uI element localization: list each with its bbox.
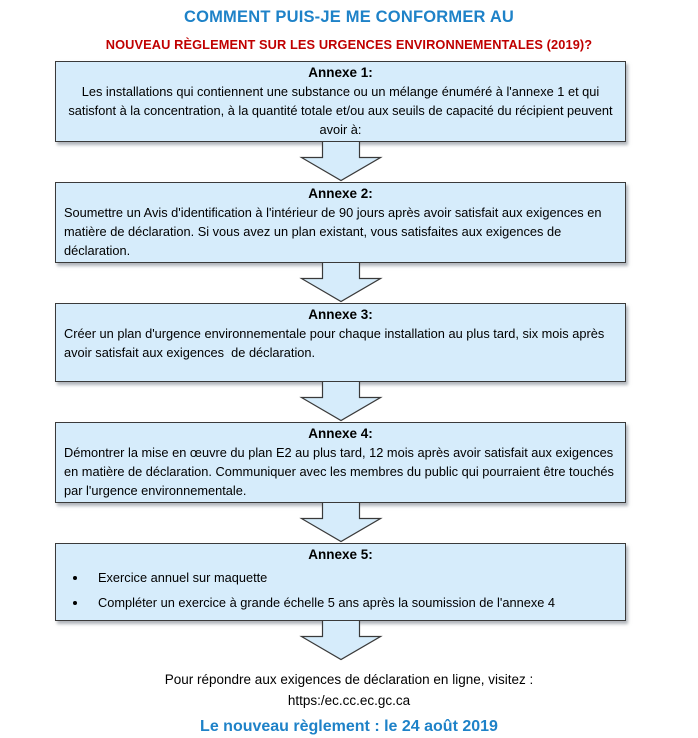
annexe-1-body: Les installations qui contiennent une su… [68, 84, 617, 137]
page-subtitle: NOUVEAU RÈGLEMENT SUR LES URGENCES ENVIR… [105, 37, 593, 52]
annexe-4-header: Annexe 4: [308, 426, 373, 441]
down-arrow-icon [55, 142, 626, 182]
annexe-1-box: Annexe 1: Les installations qui contienn… [55, 61, 626, 142]
footer: Pour répondre aux exigences de déclarati… [0, 669, 698, 738]
bullet-item: Compléter un exercice à grande échelle 5… [88, 593, 617, 612]
annexe-3-header: Annexe 3: [308, 307, 373, 322]
annexe-2-body: Soumettre un Avis d'identification à l'i… [64, 205, 606, 258]
bullet-item: Exercice annuel sur maquette [88, 568, 617, 587]
annexe-4-box: Annexe 4: Démontrer la mise en œuvre du … [55, 422, 626, 503]
annexe-1-header: Annexe 1: [308, 65, 373, 80]
footer-date-line: Le nouveau règlement : le 24 août 2019 [200, 718, 498, 735]
annexe-2-box: Annexe 2: Soumettre un Avis d'identifica… [55, 182, 626, 263]
footer-visit-line: Pour répondre aux exigences de déclarati… [164, 672, 534, 687]
annexe-4-body: Démontrer la mise en œuvre du plan E2 au… [64, 445, 618, 498]
annexe-5-box: Annexe 5: Exercice annuel sur maquette C… [55, 543, 626, 621]
footer-url: https:/ec.cc.ec.gc.ca [287, 693, 411, 708]
down-arrow-icon [55, 503, 626, 543]
down-arrow-icon [55, 382, 626, 422]
annexe-3-body: Créer un plan d'urgence environnementale… [64, 326, 608, 360]
annexe-5-header: Annexe 5: [308, 547, 373, 562]
down-arrow-icon [55, 621, 626, 661]
down-arrow-icon [55, 263, 626, 303]
annexe-2-header: Annexe 2: [308, 186, 373, 201]
flowchart: Annexe 1: Les installations qui contienn… [55, 61, 626, 661]
page-title: COMMENT PUIS-JE ME CONFORMER AU [183, 8, 515, 26]
annexe-3-box: Annexe 3: Créer un plan d'urgence enviro… [55, 303, 626, 382]
annexe-5-bullet-list: Exercice annuel sur maquette Compléter u… [64, 568, 617, 612]
